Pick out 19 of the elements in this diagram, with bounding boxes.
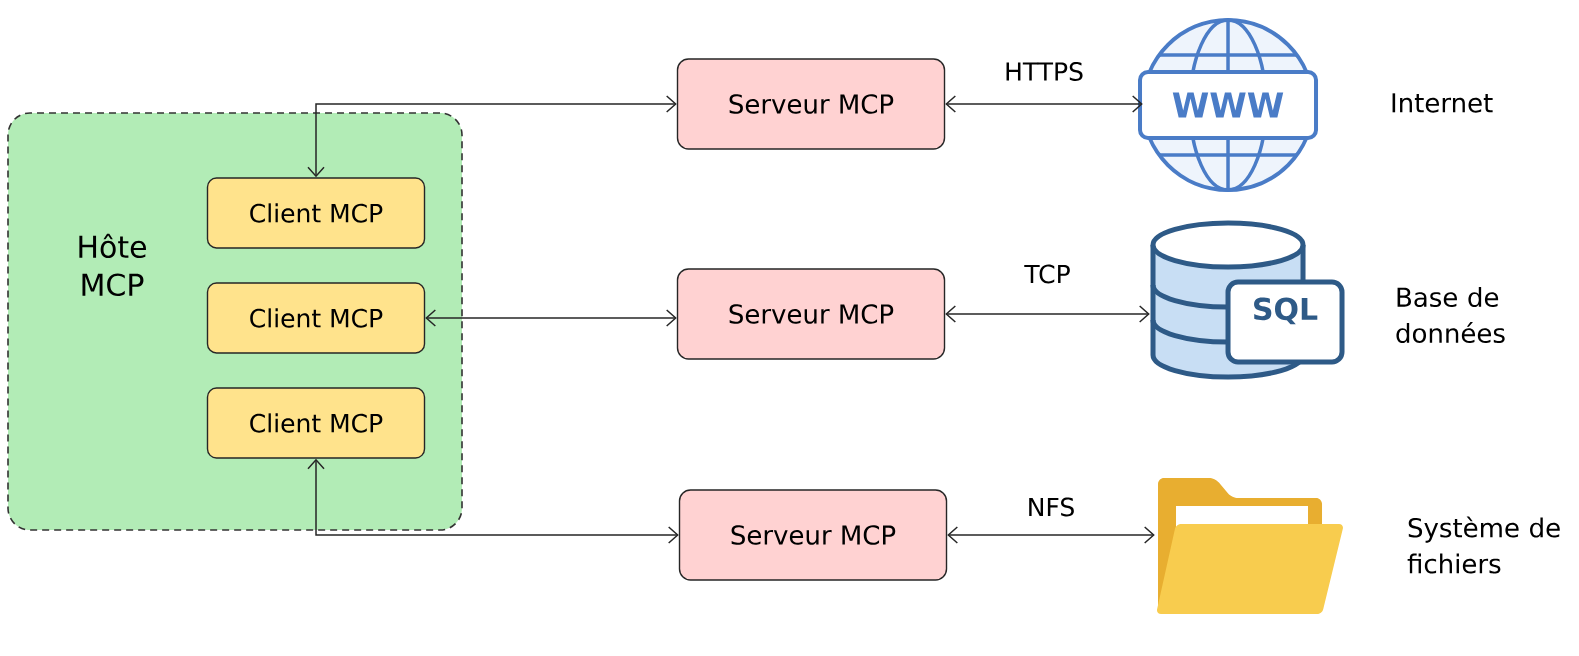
server-box: Serveur MCP [678, 489, 948, 581]
edge-label: NFS [1029, 497, 1074, 517]
edge-label: HTTPS [1006, 62, 1083, 81]
icon-label: Système de fichiers [1407, 516, 1560, 574]
arrow [307, 458, 679, 544]
arrow [945, 305, 1150, 323]
arrow [425, 309, 677, 327]
server-box: Serveur MCP [676, 58, 946, 150]
arrow [947, 526, 1155, 544]
icon-label: Base de données [1396, 286, 1505, 344]
client-box: Client MCP [206, 387, 426, 459]
arrow [307, 95, 677, 178]
arrow [945, 95, 1143, 113]
folder-icon [1157, 478, 1343, 614]
edge-label: TCP [1024, 264, 1070, 284]
client-box: Client MCP [206, 282, 426, 354]
icon-label: Internet [1392, 93, 1493, 113]
server-box: Serveur MCP [676, 268, 946, 360]
client-box: Client MCP [206, 177, 426, 249]
